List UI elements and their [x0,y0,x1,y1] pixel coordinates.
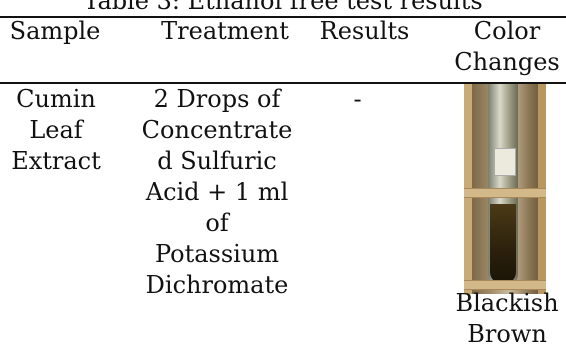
table-header-rule [0,82,566,84]
header-color-changes: Color Changes [454,17,560,76]
test-tube-photo [464,84,546,294]
header-treatment: Treatment [161,17,289,45]
tube-label-sticker [494,148,516,176]
cell-results: - [353,85,362,113]
header-sample: Sample [9,17,101,45]
tube-liquid [490,204,516,284]
rack-shelf-upper [464,188,546,198]
cell-color-changes: Blackish Brown [455,289,559,348]
cell-treatment: 2 Drops of Concentrate d Sulfuric Acid +… [141,85,293,299]
rack-shelf-lower [464,280,546,290]
table-caption: Table 3: Ethanol free test results [83,0,483,15]
table-top-rule [0,16,566,18]
cell-sample: Cumin Leaf Extract [11,85,101,175]
header-results: Results [319,17,410,45]
